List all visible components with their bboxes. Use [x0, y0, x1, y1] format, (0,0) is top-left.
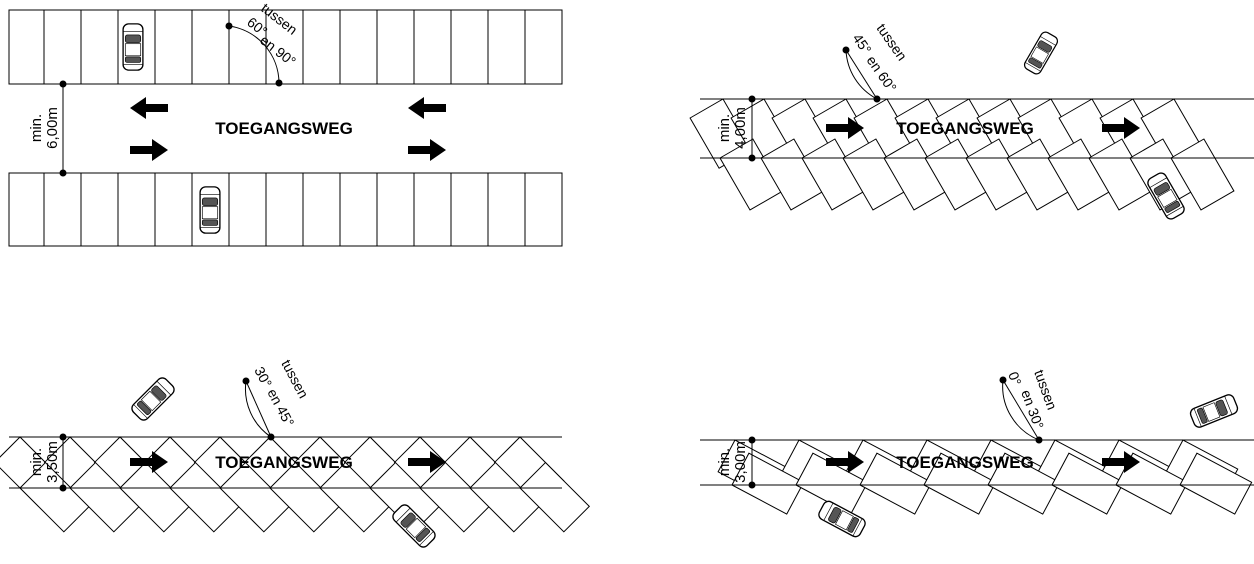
stall-row-bottom — [19, 461, 591, 533]
width-min-label: min. — [716, 114, 733, 142]
width-min-label: min. — [28, 114, 45, 142]
car-icon — [1021, 29, 1061, 77]
parking-stall — [228, 172, 267, 247]
width-dimension: min. 3,50m — [28, 433, 67, 492]
panel-diagonal-30-45: min. 3,50m TOEGANGSWEG 30° en 45° tussen — [0, 357, 591, 551]
arrow-right-icon — [1102, 117, 1140, 139]
parking-stall — [80, 9, 119, 85]
panel-perpendicular: min. 6,00m TOEGANGSWEG 60° en 90° tussen — [8, 0, 563, 247]
parking-stall — [524, 172, 563, 247]
angle-to-label: en 45° — [264, 386, 297, 429]
parking-stall — [265, 172, 304, 247]
arrow-right-icon — [130, 451, 168, 473]
panel-diagonal-45-60: min. 4,00m TOEGANGSWEG 45° en 60° tussen — [689, 21, 1254, 222]
parking-stall — [519, 461, 591, 533]
parking-stall — [450, 9, 489, 85]
car-icon — [122, 23, 144, 71]
parking-stall — [1179, 452, 1253, 515]
width-dimension: min. 3,00m — [716, 436, 756, 489]
stall-row-bottom — [8, 172, 563, 247]
parking-stall — [339, 172, 378, 247]
width-dimension: min. 6,00m — [28, 80, 67, 177]
parking-stall — [376, 172, 415, 247]
width-min-label: min. — [716, 448, 733, 476]
parking-stall — [8, 9, 45, 85]
parking-stall — [43, 9, 82, 85]
parking-stall — [524, 9, 563, 85]
width-min-label: min. — [28, 448, 45, 476]
parking-stall — [376, 9, 415, 85]
arrow-right-icon — [1102, 451, 1140, 473]
arrow-left-icon — [130, 97, 168, 119]
arrow-right-icon — [408, 451, 446, 473]
stall-row-bottom — [731, 452, 1253, 515]
parking-stall — [154, 9, 193, 85]
arrow-left-icon — [408, 97, 446, 119]
arrow-right-icon — [826, 451, 864, 473]
road-label: TOEGANGSWEG — [215, 453, 353, 472]
width-value-label: 4,00m — [732, 107, 749, 149]
parking-stall — [487, 9, 526, 85]
panel-diagonal-0-30: min. 3,00m TOEGANGSWEG 0° en 30° tussen — [700, 368, 1254, 540]
car-icon — [128, 374, 178, 424]
width-value-label: 3,50m — [44, 441, 61, 483]
road-label: TOEGANGSWEG — [215, 119, 353, 138]
road-label: TOEGANGSWEG — [896, 453, 1034, 472]
parking-stall — [302, 9, 341, 85]
stall-row-top — [8, 9, 563, 85]
parking-stall — [302, 172, 341, 247]
angle-indicator: 30° en 45° tussen — [242, 357, 312, 441]
width-value-label: 6,00m — [44, 107, 61, 149]
car-icon — [199, 185, 221, 235]
angle-from-label: 0° — [1005, 370, 1025, 388]
angle-indicator: 0° en 30° tussen — [999, 368, 1060, 444]
road-label: TOEGANGSWEG — [896, 119, 1034, 138]
parking-stall — [154, 172, 193, 247]
parking-stall — [117, 172, 156, 247]
parking-stall — [80, 172, 119, 247]
parking-stall — [8, 172, 45, 247]
width-dimension: min. 4,00m — [716, 95, 756, 162]
parking-stall — [191, 9, 230, 85]
stall-row-bottom — [719, 138, 1235, 211]
arrow-right-icon — [130, 139, 168, 161]
angle-indicator: 45° en 60° tussen — [842, 21, 910, 103]
angle-from-label: 30° — [251, 364, 275, 390]
parking-stall — [413, 172, 452, 247]
parking-stall — [487, 172, 526, 247]
parking-stall — [339, 9, 378, 85]
arrow-right-icon — [408, 139, 446, 161]
width-value-label: 3,00m — [732, 441, 749, 483]
car-icon — [1188, 392, 1240, 430]
parking-stall — [413, 9, 452, 85]
parking-stall — [450, 172, 489, 247]
parking-stall — [1170, 138, 1235, 211]
angle-from-label: 45° — [850, 31, 875, 58]
arrow-right-icon — [826, 117, 864, 139]
parking-stall — [43, 172, 82, 247]
